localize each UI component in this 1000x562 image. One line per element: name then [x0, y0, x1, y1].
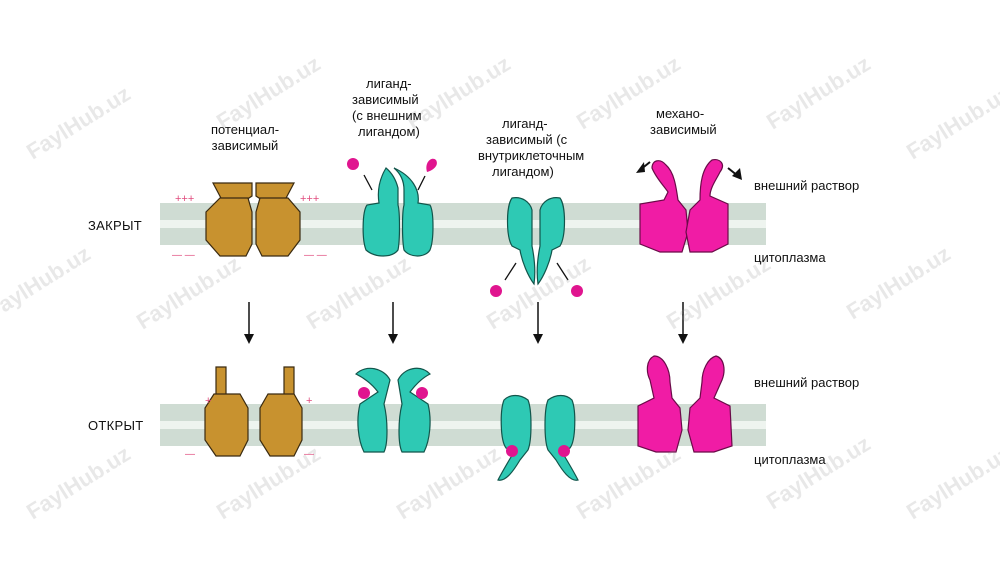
ligand-ext-channel-closed — [362, 167, 434, 257]
ligand-ext-ligands-bound — [358, 387, 428, 399]
charge-plus-right-open: + — [306, 395, 313, 407]
mechano-stretch-arrows — [636, 161, 742, 180]
outer-solution-label-top: внешний раствор — [754, 178, 860, 193]
charge-plus-left-closed: +++ — [175, 193, 195, 205]
charge-plus-left-open: + — [205, 395, 212, 407]
charge-minus-left-closed: — — — [172, 250, 195, 261]
ligand-ext-ligands-free — [347, 158, 437, 191]
ligand-int-channel-open — [497, 394, 579, 481]
cytoplasm-label-top: цитоплазма — [754, 250, 826, 265]
voltage-channel-open — [204, 366, 303, 457]
mechano-title: механо- зависимый — [650, 106, 717, 137]
ligand-int-ligands-free — [490, 262, 583, 297]
mechano-channel-open — [637, 355, 733, 453]
charge-minus-right-open: — — [304, 449, 314, 460]
voltage-title: потенциал- зависимый — [210, 122, 280, 153]
transition-arrows — [244, 302, 688, 344]
ligand-int-title: лиганд- зависимый (с внутриклеточным лиг… — [478, 116, 585, 179]
ligand-int-channel-closed — [506, 197, 566, 286]
row-label-closed: ЗАКРЫТ — [88, 218, 143, 233]
charge-minus-right-closed: — — — [304, 250, 327, 261]
ligand-ext-title: лиганд- зависимый (с внешним лигандом) — [352, 76, 422, 139]
charge-plus-right-closed: +++ — [300, 193, 320, 205]
mechano-channel-closed — [639, 159, 729, 253]
row-label-open: ОТКРЫТ — [88, 418, 144, 433]
charge-minus-left-open: — — [185, 449, 195, 460]
outer-solution-label-bottom: внешний раствор — [754, 375, 860, 390]
ligand-ext-channel-open — [354, 367, 432, 453]
ligand-int-ligands-bound — [506, 445, 570, 457]
cytoplasm-label-bottom: цитоплазма — [754, 452, 826, 467]
voltage-channel-closed — [205, 182, 301, 257]
